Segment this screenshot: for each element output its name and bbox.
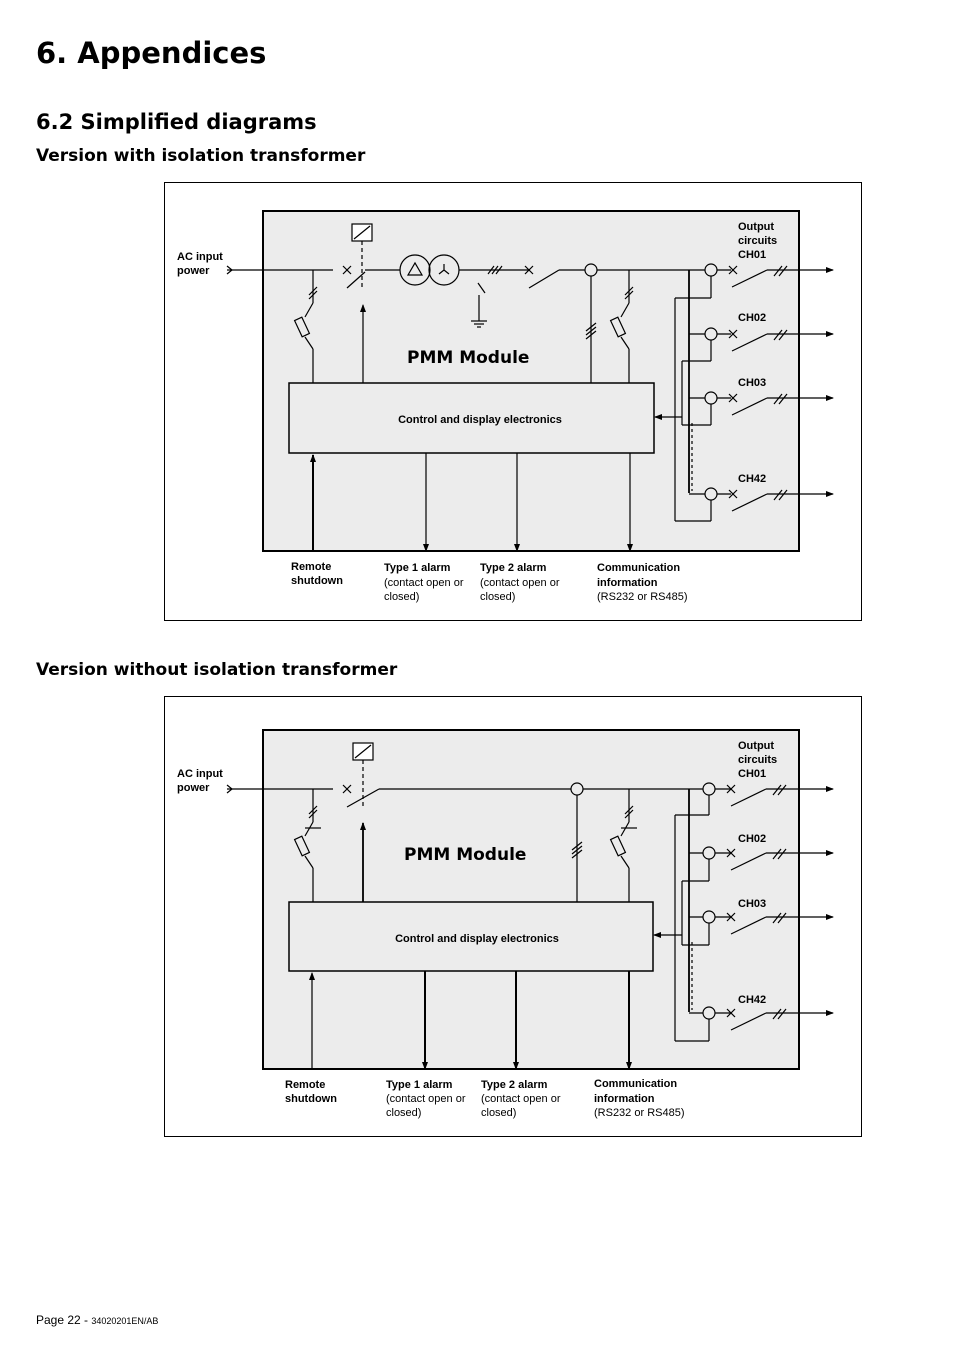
ac-input-arrow-icon <box>226 265 233 275</box>
channel-ch42 <box>704 487 834 512</box>
diagram1-frame: PMM Module Control and display electroni… <box>164 182 862 621</box>
type1-alarm-label: Type 1 alarm (contact open or closed) <box>384 556 469 603</box>
diagram2-subtitle: Version without isolation transformer <box>36 660 398 680</box>
current-sensor-icon <box>570 782 584 796</box>
fuse-icon <box>293 316 311 338</box>
page-footer: Page 22 - 34020201EN/AB <box>36 1313 158 1327</box>
channel-ch02 <box>702 846 834 871</box>
document-reference: 34020201EN/AB <box>91 1316 159 1326</box>
communication-label: Communication information (RS232 or RS48… <box>597 556 688 603</box>
fuse-icon <box>293 835 311 857</box>
control-electronics-box <box>288 382 655 454</box>
ac-input-label: AC input power <box>177 768 226 794</box>
channel-ch01 <box>702 782 834 807</box>
diagram2-frame: PMM Module Control and display electroni… <box>164 696 862 1137</box>
channel-ch03 <box>704 391 834 416</box>
channel-ch42 <box>702 1006 834 1031</box>
ac-input-label: AC input power <box>177 251 226 277</box>
control-electronics-label: Control and display electronics <box>395 933 559 945</box>
page-heading: 6. Appendices <box>36 36 267 70</box>
channel-ch03 <box>702 910 834 935</box>
channel-ch02 <box>704 327 834 352</box>
diagram1-subtitle: Version with isolation transformer <box>36 146 366 166</box>
type2-alarm-label: Type 2 alarm (contact open or closed) <box>480 556 565 603</box>
pmm-module-title: PMM Module <box>404 845 526 865</box>
diagram2-svg: PMM Module Control and display electroni… <box>177 729 834 1119</box>
channel-label-ch42: CH42 <box>738 994 766 1006</box>
channel-label-ch03: CH03 <box>738 377 766 389</box>
pmm-module-title: PMM Module <box>407 348 529 368</box>
section-title: 6.2 Simplified diagrams <box>36 110 317 134</box>
diagram1-svg: PMM Module Control and display electroni… <box>177 210 834 603</box>
remote-shutdown-label: Remote shutdown <box>291 561 343 587</box>
pmm-module-box <box>262 729 800 1070</box>
output-circuits-label: Output circuits CH01 <box>738 221 780 261</box>
channel-label-ch02: CH02 <box>738 833 766 845</box>
control-electronics-label: Control and display electronics <box>398 414 562 426</box>
channel-label-ch02: CH02 <box>738 312 766 324</box>
current-sensor-icon <box>584 263 598 277</box>
type2-alarm-label: Type 2 alarm (contact open or closed) <box>481 1073 566 1119</box>
channel-label-ch42: CH42 <box>738 473 766 485</box>
communication-label: Communication information (RS232 or RS48… <box>594 1072 685 1119</box>
remote-shutdown-label: Remote shutdown <box>285 1079 337 1105</box>
control-electronics-box <box>288 901 654 972</box>
pmm-module-box <box>262 210 800 552</box>
page-number: Page 22 - <box>36 1313 92 1327</box>
type1-alarm-label: Type 1 alarm (contact open or closed) <box>386 1073 471 1119</box>
output-circuits-label: Output circuits CH01 <box>738 740 780 780</box>
ac-input-arrow-icon <box>226 784 233 794</box>
transformer-primary-icon <box>399 254 431 286</box>
diagram1-channels <box>704 263 834 512</box>
diagram2-channels <box>702 782 834 1031</box>
channel-ch01 <box>704 263 834 288</box>
channel-label-ch03: CH03 <box>738 898 766 910</box>
